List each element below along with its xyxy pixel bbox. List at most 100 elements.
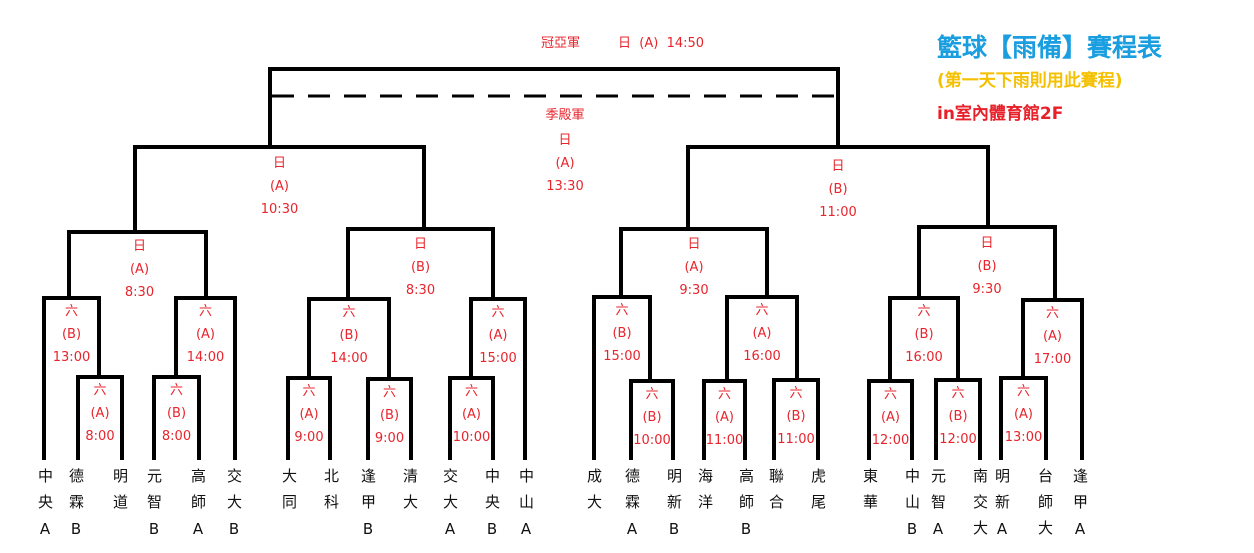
- match-time: 15:00: [479, 351, 517, 366]
- match-time: 9:00: [374, 431, 405, 446]
- bracket-qf1: [67, 230, 208, 300]
- match-court: (B): [339, 328, 359, 343]
- match-time: 9:00: [294, 430, 324, 445]
- match-court: (B): [410, 260, 431, 275]
- bracket-f1: [702, 379, 747, 460]
- match-court: (B): [977, 259, 997, 274]
- match-label-g2: 六 (B) 12:00: [939, 382, 976, 451]
- bracket-c1: [286, 376, 332, 460]
- match-label-e: 六(B)15:00: [603, 299, 640, 368]
- match-label-a2: 六(A)8:00: [85, 379, 114, 448]
- match-label-sr: 日(B)11:00: [819, 155, 856, 224]
- bracket-f2: [772, 378, 820, 460]
- match-day: 六: [951, 386, 965, 401]
- team-name: 東華: [861, 468, 879, 520]
- team-name: 虎尾: [809, 468, 827, 520]
- third-place-day: 日: [558, 133, 572, 148]
- match-label-f1: 六(A)11:00: [706, 383, 743, 452]
- match-day: 六: [917, 304, 931, 319]
- match-day: 六: [302, 384, 316, 399]
- team-name: 德霖A: [623, 468, 641, 549]
- match-time: 11:00: [777, 432, 815, 447]
- team-name: 明道: [111, 468, 129, 520]
- match-label-qf1: 日(A)8:30: [125, 235, 154, 304]
- match-day: 六: [64, 304, 78, 319]
- match-time: 16:00: [743, 349, 781, 364]
- team-name: 中央A: [36, 468, 54, 549]
- third-place-time: 13:30: [546, 179, 584, 194]
- match-label-b2: 六(B)8:00: [162, 379, 191, 448]
- match-court: (A): [90, 406, 110, 421]
- bracket-b: [174, 296, 237, 460]
- match-label-c: 六(B)14:00: [330, 301, 367, 370]
- match-court: (A): [129, 262, 150, 277]
- team-name: 德霖B: [67, 468, 85, 549]
- match-day: 日: [687, 237, 701, 252]
- bracket-a2: [76, 375, 124, 460]
- team-name: 中央B: [483, 468, 501, 549]
- match-day: 六: [198, 304, 212, 319]
- team-name: 清大: [401, 468, 419, 520]
- bracket-d: [469, 297, 527, 460]
- bracket-sl: [133, 145, 426, 234]
- match-label-c2: 六(B)9:00: [375, 381, 404, 450]
- match-court: (A): [195, 327, 216, 342]
- match-day: 六: [491, 305, 505, 320]
- bracket-e: [592, 295, 652, 460]
- third-place-label: 季殿軍 日 (A) 13:30: [545, 104, 584, 198]
- match-time: 8:30: [405, 283, 436, 298]
- match-time: 15:00: [603, 349, 641, 364]
- match-time: 12:00: [871, 433, 910, 448]
- bracket-g1: [867, 379, 914, 460]
- match-time: 12:00: [939, 432, 977, 447]
- match-court: (B): [948, 409, 968, 424]
- match-day: 六: [755, 303, 769, 318]
- bracket-e1: [629, 379, 675, 460]
- bracket-qf3: [619, 227, 769, 299]
- match-label-e1: 六(B)10:00: [633, 383, 670, 452]
- team-name: 元智A: [929, 468, 947, 549]
- team-name: 交大A: [441, 468, 459, 549]
- match-day: 六: [382, 385, 397, 400]
- match-label-b: 六(A)14:00: [187, 300, 224, 369]
- bracket-g: [888, 296, 960, 383]
- match-time: 10:00: [452, 430, 491, 445]
- team-name: 北科: [322, 468, 340, 520]
- match-label-qf2: 日 (B) 8:30: [406, 233, 435, 302]
- bracket-c2: [366, 377, 413, 460]
- match-day: 六: [342, 305, 356, 320]
- match-court: (B): [612, 326, 632, 341]
- team-name: 明新B: [665, 468, 683, 549]
- match-court: (B): [914, 327, 934, 342]
- final-info: 日 (A) 14:50: [618, 36, 705, 51]
- team-name: 明新A: [993, 468, 1011, 549]
- match-day: 日: [831, 159, 845, 174]
- team-name: 聯合: [767, 468, 785, 520]
- match-court: (B): [786, 409, 806, 424]
- bracket-d1: [448, 376, 495, 460]
- team-name: 元智B: [145, 468, 163, 549]
- match-court: (A): [461, 407, 482, 422]
- match-time: 11:00: [705, 433, 744, 448]
- match-day: 六: [789, 386, 803, 401]
- page-title: 籃球【雨備】賽程表: [937, 33, 1163, 62]
- bracket-qf2: [346, 227, 495, 301]
- match-label-f: 六 (A) 16:00: [743, 299, 780, 368]
- match-label-sl: 日(A)10:30: [261, 152, 298, 221]
- bracket-f: [725, 295, 799, 383]
- match-label-d1: 六(A)10:00: [453, 380, 490, 449]
- match-day: 六: [883, 387, 897, 402]
- bracket-final: [268, 67, 840, 149]
- match-court: (A): [752, 326, 772, 341]
- team-name: 中山A: [517, 468, 535, 549]
- match-day: 六: [717, 387, 731, 402]
- team-name: 交大B: [225, 468, 243, 549]
- match-time: 11:00: [819, 205, 857, 220]
- bracket-sr: [686, 145, 990, 231]
- match-court: (B): [61, 327, 82, 342]
- match-day: 日: [413, 237, 428, 252]
- venue-label: in室內體育館2F: [937, 104, 1064, 124]
- match-label-g1: 六(A)12:00: [872, 383, 909, 452]
- match-court: (B): [642, 410, 662, 425]
- match-label-qf4: 日(B)9:30: [972, 232, 1001, 301]
